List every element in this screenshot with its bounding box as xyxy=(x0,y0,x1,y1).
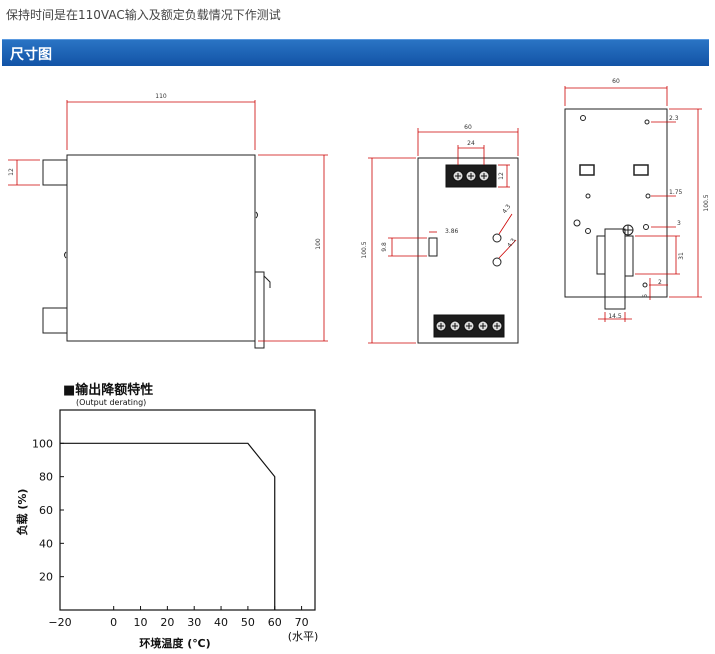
side-width-dim: 110 xyxy=(155,93,167,100)
front-hole-a-dim: 4.3 xyxy=(501,203,512,215)
side-view-clip-tab xyxy=(263,275,271,288)
front-width-dim: 60 xyxy=(464,124,472,131)
chart-series-layer xyxy=(60,442,276,610)
side-view-rail-clip xyxy=(254,271,265,349)
y-tick-label: 40 xyxy=(39,537,53,550)
chart-subtitle: (Output derating) xyxy=(76,398,146,407)
front-hole-b-dim: 4.3 xyxy=(506,237,517,249)
back-height-dim: 100.5 xyxy=(703,194,710,211)
back-window-right xyxy=(633,164,649,176)
side-view-drawing xyxy=(42,154,271,349)
back-rail-dim: 31 xyxy=(678,252,685,260)
front-terminal-h-dim: 12 xyxy=(498,172,505,180)
x-axis-label: 环境温度 (℃) xyxy=(139,636,210,650)
y-tick-label: 20 xyxy=(39,571,53,584)
y-axis-label: 负载 (%) xyxy=(15,489,29,536)
front-height-dim: 100.5 xyxy=(361,241,368,258)
y-tick-label: 80 xyxy=(39,471,53,484)
back-hole-dim: 3 xyxy=(677,220,681,227)
back-top-dim: 2.3 xyxy=(669,115,679,122)
y-axis-ticks: 20 40 60 80 100 xyxy=(32,437,64,584)
chart-plot-frame xyxy=(59,409,316,611)
chart-title: ■输出降额特性 xyxy=(63,382,153,398)
back-bottom-dim: 2 xyxy=(658,279,662,286)
x-tick-label: 0 xyxy=(110,616,117,629)
front-slot-h-dim: 9.8 xyxy=(381,242,388,252)
x-tick-label: 40 xyxy=(214,616,228,629)
back-width-dim: 60 xyxy=(612,78,620,85)
section-title: 尺寸图 xyxy=(10,47,52,63)
y-tick-label: 60 xyxy=(39,504,53,517)
x-tick-label: 50 xyxy=(241,616,255,629)
front-slot-w-dim: 3.86 xyxy=(445,228,459,235)
section-header-bar: 尺寸图 xyxy=(2,39,709,66)
x-axis-unit: (水平) xyxy=(288,630,319,643)
side-view-notch-left xyxy=(64,251,67,259)
x-tick-label: −20 xyxy=(48,616,71,629)
front-view-dimensions xyxy=(368,128,519,344)
back-window-left xyxy=(579,164,595,176)
front-view-drawing xyxy=(417,157,519,344)
x-tick-label: 30 xyxy=(187,616,201,629)
front-led-slot xyxy=(428,237,438,257)
back-clip-dim: 14.5 xyxy=(608,313,622,320)
side-view-notch xyxy=(255,211,258,219)
front-trim-hole-1 xyxy=(492,233,502,243)
front-trim-hole-2 xyxy=(492,257,502,267)
back-view-body xyxy=(564,108,668,298)
back-din-clip xyxy=(604,228,626,310)
front-terminal-span-dim: 24 xyxy=(467,140,475,147)
front-view-body xyxy=(417,157,519,344)
x-tick-label: 60 xyxy=(268,616,282,629)
derating-curve xyxy=(60,442,276,610)
back-bottom2-dim: 6 xyxy=(642,294,649,298)
x-tick-label: 70 xyxy=(295,616,309,629)
x-tick-label: 20 xyxy=(160,616,174,629)
x-tick-label: 10 xyxy=(134,616,148,629)
x-axis-ticks: −20 0 10 20 30 40 50 60 70 xyxy=(48,606,309,629)
back-mid-dim: 1.75 xyxy=(669,189,683,196)
side-terminal-dim: 12 xyxy=(8,168,15,176)
y-tick-label: 100 xyxy=(32,437,53,450)
side-view-dimensions xyxy=(8,100,328,342)
side-view-body xyxy=(66,154,256,342)
side-height-dim: 100 xyxy=(315,238,322,250)
back-view-dimensions xyxy=(564,86,702,322)
side-view-bottom-terminal xyxy=(42,307,68,334)
side-view-top-terminal xyxy=(42,159,68,186)
back-view-drawing xyxy=(564,108,668,310)
hold-time-note: 保持时间是在110VAC输入及额定负载情况下作测试 xyxy=(6,8,281,22)
